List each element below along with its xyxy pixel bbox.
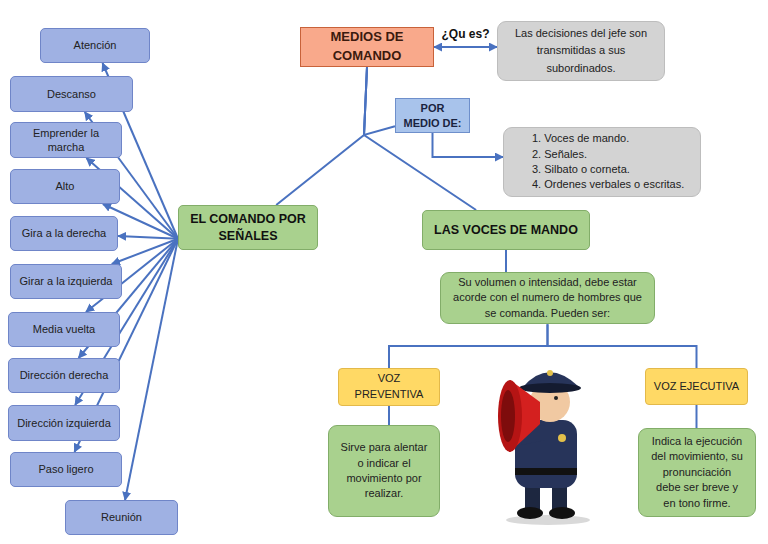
node-text: Su volumen o intensidad, debe estar acor… <box>451 275 644 321</box>
diagram-node: VOZ EJECUTIVA <box>645 368 748 405</box>
diagram-node: Emprender la marcha <box>10 122 122 158</box>
police-illustration <box>498 370 590 525</box>
diagram-node: Reunión <box>65 500 178 535</box>
node-text: Dirección izquierda <box>17 416 111 430</box>
node-text: Descanso <box>47 87 96 101</box>
node-text: Atención <box>74 38 117 52</box>
shadow <box>506 515 590 525</box>
diagram-node: Sirve para alentar o indicar el movimien… <box>328 425 440 517</box>
diagram-node: EL COMANDO POR SEÑALES <box>178 205 318 250</box>
connector <box>364 67 476 210</box>
connector <box>364 67 395 135</box>
node-text: Gira a la derecha <box>22 226 106 240</box>
connector <box>389 324 548 368</box>
node-text: Reunión <box>101 510 142 524</box>
diagram-node: Atención <box>40 28 150 63</box>
node-text: Media vuelta <box>33 322 95 336</box>
edge-label: ¿Qu es? <box>441 27 489 41</box>
diagram-node: Dirección derecha <box>8 358 120 393</box>
node-text: VOZ EJECUTIVA <box>654 379 739 395</box>
node-text: 3. Silbato o corneta. <box>532 162 630 177</box>
diagram-node: Girar a la izquierda <box>10 264 122 299</box>
node-text: LAS VOCES DE MANDO <box>434 222 578 238</box>
diagram-node: Dirección izquierda <box>8 405 120 441</box>
diagram-node: Paso ligero <box>10 452 122 487</box>
node-text: Alto <box>56 179 75 193</box>
diagram-node: MEDIOS DE COMANDO <box>300 27 434 67</box>
diagram-node: 1. Voces de mando.2. Señales.3. Silbato … <box>503 127 701 197</box>
connector <box>388 406 390 425</box>
connector <box>276 67 367 205</box>
node-text: Las decisiones del jefe son transmitidas… <box>510 25 652 76</box>
connector <box>433 133 504 157</box>
connector <box>505 250 507 272</box>
shoe <box>549 507 575 519</box>
node-text: Paso ligero <box>38 462 93 476</box>
eye <box>554 396 558 400</box>
diagram-node: VOZ PREVENTIVA <box>338 368 440 406</box>
hat-brim <box>519 383 581 393</box>
diagram-node: Su volumen o intensidad, debe estar acor… <box>440 272 655 324</box>
node-text: Girar a la izquierda <box>20 274 113 288</box>
belt <box>515 468 577 475</box>
node-text: 4. Ordenes verbales o escritas. <box>532 177 684 192</box>
node-text: Sirve para alentar o indicar el movimien… <box>339 440 429 502</box>
diagram-node: Indica la ejecución del movimiento, su p… <box>638 428 756 517</box>
node-text: MEDIOS DE COMANDO <box>317 28 417 66</box>
connector <box>434 46 497 48</box>
shoe <box>517 507 543 519</box>
hat-badge <box>547 370 553 376</box>
connector <box>118 236 178 239</box>
diagram-node: POR MEDIO DE: <box>395 98 470 133</box>
diagram-node: Gira a la derecha <box>10 216 118 251</box>
node-text: POR MEDIO DE: <box>402 101 463 130</box>
node-text: Dirección derecha <box>20 368 109 382</box>
node-text: 1. Voces de mando. <box>532 131 629 146</box>
node-text: Indica la ejecución del movimiento, su p… <box>649 434 745 511</box>
diagram-node: Las decisiones del jefe son transmitidas… <box>497 21 665 81</box>
node-text: VOZ PREVENTIVA <box>345 371 433 403</box>
connector <box>696 405 698 428</box>
connector <box>548 324 697 368</box>
node-text: EL COMANDO POR SEÑALES <box>189 211 307 244</box>
connector <box>125 239 178 500</box>
node-text: 2. Señales. <box>532 147 587 162</box>
badge <box>558 434 566 442</box>
megaphone-mouth <box>498 380 522 452</box>
diagram-node: LAS VOCES DE MANDO <box>422 210 590 250</box>
diagram-node: Alto <box>10 169 120 204</box>
diagram-node: Media vuelta <box>8 312 120 347</box>
node-text: Emprender la marcha <box>17 126 115 155</box>
megaphone-inside <box>501 390 515 442</box>
diagram-node: Descanso <box>10 76 133 112</box>
